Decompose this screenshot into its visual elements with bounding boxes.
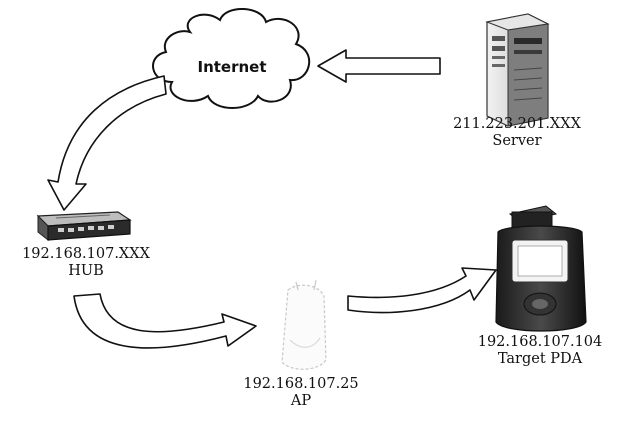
arrow-server-to-internet [317, 49, 441, 83]
ap-name: AP [290, 393, 312, 409]
ap-icon [281, 279, 327, 370]
server-label: 211.223.201.XXX Server [448, 116, 586, 150]
pda-label: 192.168.107.104 Target PDA [466, 334, 614, 368]
pda-name: Target PDA [497, 351, 583, 367]
server-name: Server [492, 133, 542, 149]
ap-ip: 192.168.107.25 [243, 376, 359, 392]
hub-icon [36, 211, 132, 242]
hub-label: 192.168.107.XXX HUB [4, 246, 168, 280]
server-icon [485, 13, 550, 127]
server-ip: 211.223.201.XXX [453, 116, 581, 132]
arrow-ap-to-pda [347, 267, 497, 314]
pda-icon [495, 205, 587, 332]
internet-cloud: Internet [152, 7, 311, 109]
arrow-hub-to-ap [73, 293, 257, 349]
arrow-internet-to-hub [47, 75, 167, 211]
hub-ip: 192.168.107.XXX [22, 246, 150, 262]
ap-label: 192.168.107.25 AP [232, 376, 370, 410]
pda-ip: 192.168.107.104 [477, 334, 603, 350]
hub-name: HUB [68, 263, 104, 279]
internet-label: Internet [197, 58, 266, 76]
